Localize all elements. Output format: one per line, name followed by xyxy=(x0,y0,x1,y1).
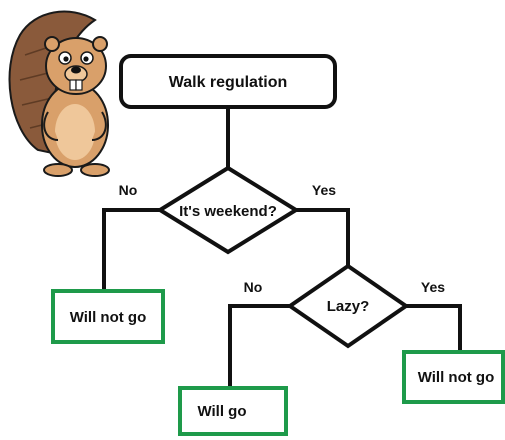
edge-label-weekend-yes: Yes xyxy=(312,182,336,198)
edge-lazy-no xyxy=(228,304,292,388)
decision-lazy-label: Lazy? xyxy=(327,298,370,315)
beaver-icon xyxy=(8,10,110,177)
edge-lazy-yes xyxy=(404,304,462,352)
edge-label-weekend-no: No xyxy=(119,182,138,198)
decision-weekend: It's weekend? xyxy=(156,165,300,255)
edge-weekend-yes xyxy=(294,208,350,266)
outcome-lazy-yes-label: Will not go xyxy=(418,369,495,386)
decision-weekend-label: It's weekend? xyxy=(179,203,277,220)
edge-label-lazy-yes: Yes xyxy=(421,279,445,295)
connectors xyxy=(102,106,462,388)
outcome-lazy-yes: Will not go xyxy=(402,350,505,404)
outcome-lazy-no: Will go xyxy=(178,386,288,436)
start-label: Walk regulation xyxy=(169,74,288,91)
outcome-weekend-no-label: Will not go xyxy=(70,309,147,326)
start-node: Walk regulation xyxy=(119,54,337,109)
edge-label-lazy-no: No xyxy=(244,279,263,295)
edge-weekend-no xyxy=(102,208,162,292)
outcome-weekend-no: Will not go xyxy=(51,289,165,344)
outcome-lazy-no-label: Will go xyxy=(197,403,246,420)
decision-lazy: Lazy? xyxy=(286,263,410,349)
